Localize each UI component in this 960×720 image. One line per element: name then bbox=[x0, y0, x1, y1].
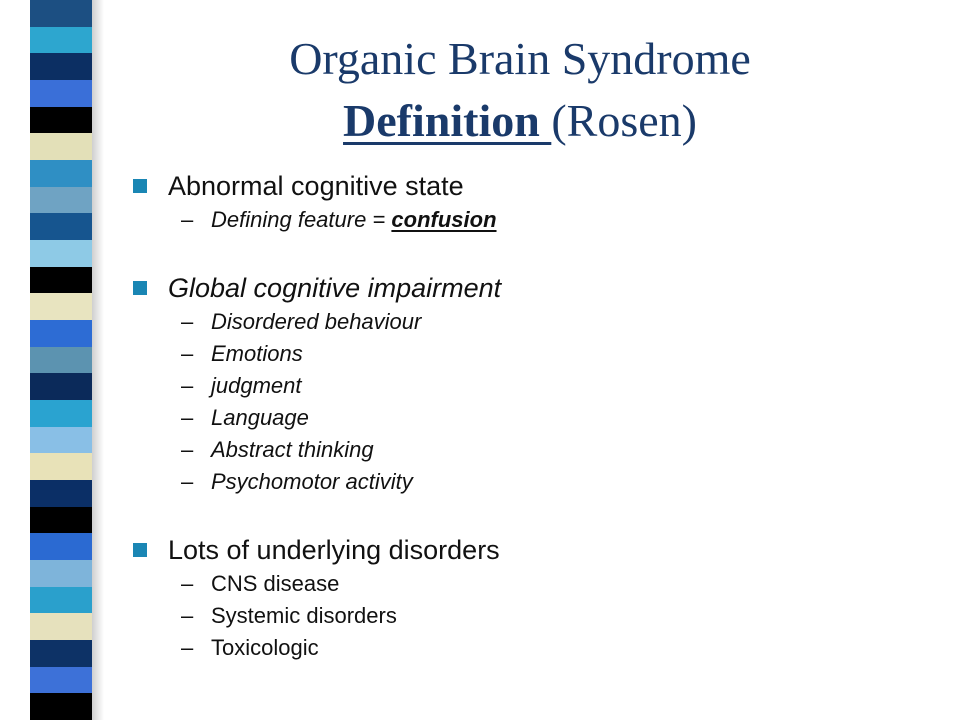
dash-marker: – bbox=[181, 635, 194, 660]
dash-marker: – bbox=[181, 603, 194, 628]
sub-item: – Language bbox=[133, 402, 913, 434]
sub-item: – Toxicologic bbox=[133, 632, 913, 664]
title-source: (Rosen) bbox=[551, 95, 697, 146]
bullet-text: Abnormal cognitive state bbox=[168, 170, 464, 201]
square-bullet-icon bbox=[133, 281, 147, 295]
sub-item-text: Defining feature = confusion bbox=[211, 207, 497, 233]
stripe-segment bbox=[30, 0, 92, 27]
stripe-segment bbox=[30, 453, 92, 481]
sub-item: – Defining feature = confusion bbox=[133, 204, 913, 236]
sub-item-emphasis: confusion bbox=[391, 207, 497, 232]
stripe-segment bbox=[30, 320, 92, 347]
sub-item-text: CNS disease bbox=[211, 571, 340, 596]
stripe-segment bbox=[30, 586, 92, 614]
sub-item-text: Abstract thinking bbox=[211, 437, 374, 462]
stripe-segment bbox=[30, 693, 92, 720]
sub-item-text: Toxicologic bbox=[211, 635, 319, 660]
dash-marker: – bbox=[181, 341, 194, 366]
stripe-segment bbox=[30, 400, 92, 427]
square-bullet-icon bbox=[133, 179, 147, 193]
stripe-segment bbox=[30, 613, 92, 641]
stripe-segment bbox=[30, 53, 92, 81]
stripe-segment bbox=[30, 106, 92, 134]
stripe-segment bbox=[30, 213, 92, 241]
sub-item-text: Systemic disorders bbox=[211, 603, 397, 628]
bullet-item: Abnormal cognitive state bbox=[133, 168, 913, 204]
stripe-segment bbox=[30, 160, 92, 187]
title-line-2: Definition (Rosen) bbox=[150, 90, 890, 152]
title-emphasis: Definition bbox=[343, 95, 552, 146]
stripe-segment bbox=[30, 560, 92, 587]
bullet-item: Lots of underlying disorders bbox=[133, 532, 913, 568]
decorative-stripe-bar bbox=[30, 0, 92, 720]
title-line-1: Organic Brain Syndrome bbox=[289, 33, 751, 84]
dash-marker: – bbox=[181, 373, 194, 398]
dash-marker: – bbox=[181, 309, 194, 334]
bullet-group: Abnormal cognitive state – Defining feat… bbox=[133, 168, 913, 236]
sub-item-text: Language bbox=[211, 405, 309, 430]
sub-item-label: Defining feature = bbox=[211, 207, 392, 232]
sub-item-text: judgment bbox=[211, 373, 302, 398]
stripe-segment bbox=[30, 133, 92, 161]
stripe-shadow bbox=[92, 0, 104, 720]
stripe-segment bbox=[30, 506, 92, 534]
dash-marker: – bbox=[181, 437, 194, 462]
stripe-segment bbox=[30, 346, 92, 374]
sub-item: – Abstract thinking bbox=[133, 434, 913, 466]
stripe-segment bbox=[30, 266, 92, 294]
stripe-segment bbox=[30, 640, 92, 667]
stripe-segment bbox=[30, 293, 92, 321]
dash-marker: – bbox=[181, 405, 194, 430]
stripe-segment bbox=[30, 26, 92, 54]
bullet-list: Abnormal cognitive state – Defining feat… bbox=[133, 168, 913, 664]
bullet-text: Global cognitive impairment bbox=[168, 272, 502, 303]
dash-marker: – bbox=[181, 207, 194, 232]
bullet-group: Global cognitive impairment – Disordered… bbox=[133, 270, 913, 498]
bullet-group: Lots of underlying disorders – CNS disea… bbox=[133, 532, 913, 664]
stripe-segment bbox=[30, 240, 92, 267]
sub-item-text: Disordered behaviour bbox=[211, 309, 422, 334]
square-bullet-icon bbox=[133, 543, 147, 557]
stripe-segment bbox=[30, 480, 92, 507]
bullet-text: Lots of underlying disorders bbox=[168, 534, 500, 565]
dash-marker: – bbox=[181, 469, 194, 494]
sub-item: – Systemic disorders bbox=[133, 600, 913, 632]
sub-item: – CNS disease bbox=[133, 568, 913, 600]
sub-item-text: Psychomotor activity bbox=[211, 469, 413, 494]
stripe-segment bbox=[30, 666, 92, 694]
stripe-segment bbox=[30, 80, 92, 107]
stripe-segment bbox=[30, 533, 92, 561]
stripe-segment bbox=[30, 373, 92, 401]
sub-item-text: Emotions bbox=[211, 341, 303, 366]
sub-item: – Emotions bbox=[133, 338, 913, 370]
dash-marker: – bbox=[181, 571, 194, 596]
stripe-segment bbox=[30, 186, 92, 214]
sub-item: – Psychomotor activity bbox=[133, 466, 913, 498]
sub-item: – Disordered behaviour bbox=[133, 306, 913, 338]
bullet-item: Global cognitive impairment bbox=[133, 270, 913, 306]
stripe-segment bbox=[30, 426, 92, 454]
sub-item: – judgment bbox=[133, 370, 913, 402]
slide-title: Organic Brain Syndrome Definition (Rosen… bbox=[150, 28, 890, 152]
